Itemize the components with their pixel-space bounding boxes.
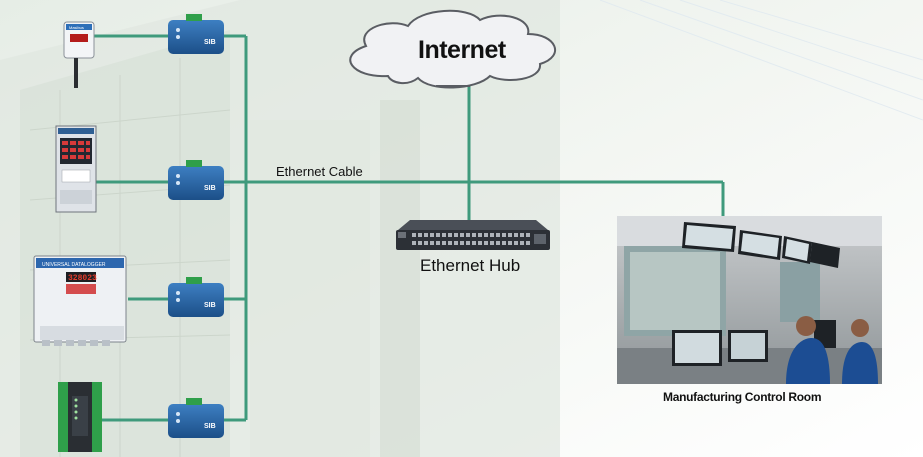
svg-text:SIB: SIB <box>204 185 216 192</box>
io-module-icon <box>58 382 102 452</box>
svg-text:UNIVERSAL DATALOGGER: UNIVERSAL DATALOGGER <box>42 262 106 268</box>
annunciator-panel-icon <box>55 125 97 213</box>
serial-ethernet-converter-icon: SIB <box>168 277 224 317</box>
control-room-label: Manufacturing Control Room <box>663 390 822 404</box>
serial-ethernet-converter-icon: SIB <box>168 398 224 438</box>
svg-text:Masibus: Masibus <box>69 25 84 30</box>
svg-text:SIB: SIB <box>204 302 216 309</box>
ethernet-cable-label: Ethernet Cable <box>276 164 363 179</box>
ethernet-cables <box>80 34 725 422</box>
temperature-transmitter-icon: Masibus <box>63 21 95 88</box>
internet-label: Internet <box>418 36 506 64</box>
datalogger-icon: UNIVERSAL DATALOGGER 328023 <box>33 255 127 346</box>
serial-ethernet-converter-icon: SIB <box>168 160 224 200</box>
ethernet-hub-icon <box>396 220 550 250</box>
ethernet-hub-label: Ethernet Hub <box>420 256 521 275</box>
svg-text:SIB: SIB <box>204 423 216 430</box>
svg-text:SIB: SIB <box>204 39 216 46</box>
serial-ethernet-converter-icon: SIB <box>168 14 224 54</box>
svg-text:328023: 328023 <box>68 274 97 283</box>
cloud-icon <box>349 9 556 89</box>
control-room-photo <box>617 216 882 384</box>
